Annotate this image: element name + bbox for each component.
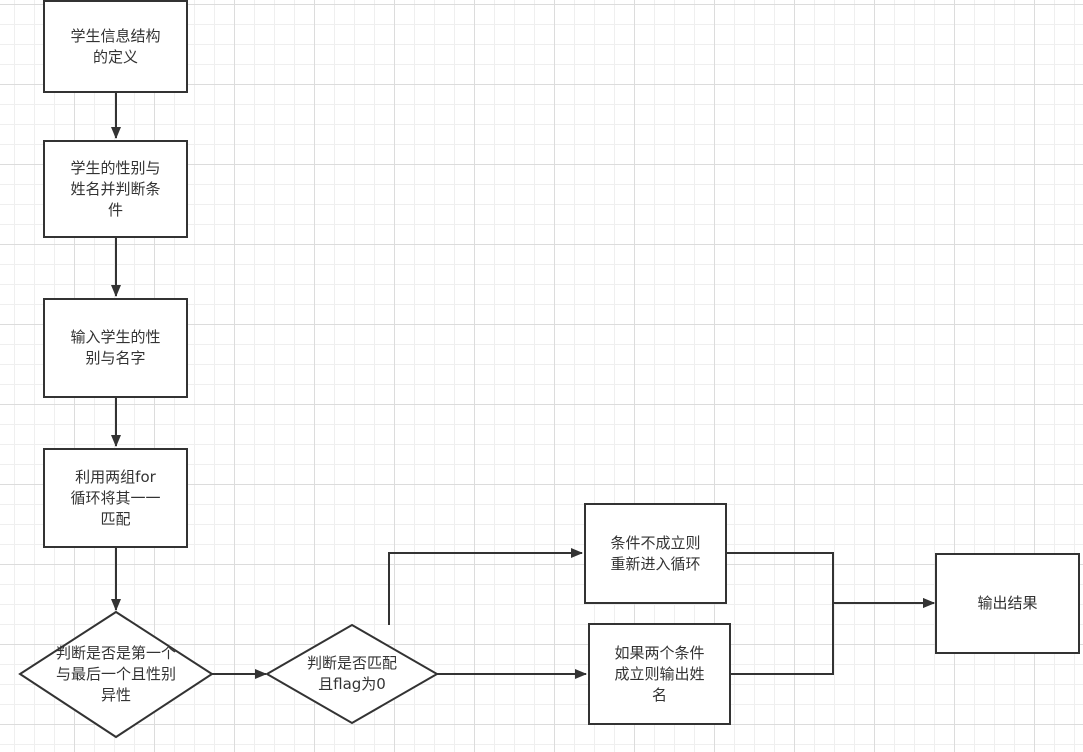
node-output-result: 输出结果 [935, 553, 1080, 654]
edge-judge2-to-reloop [388, 548, 583, 625]
node-define-struct: 学生信息结构 的定义 [43, 0, 188, 93]
node-define-struct-label: 学生信息结构 的定义 [70, 26, 161, 66]
decision-diamond-match-flag [264, 623, 440, 725]
node-for-loop-match-label: 利用两组for 循环将其一一 匹配 [70, 467, 161, 528]
node-input-gender-name: 输入学生的性 别与名字 [43, 298, 188, 398]
node-condition-false-reloop-label: 条件不成立则 重新进入循环 [610, 533, 701, 573]
decision-diamond-first-last [18, 610, 214, 739]
node-gender-name-condition: 学生的性别与 姓名并判断条 件 [43, 140, 188, 238]
node-gender-name-condition-label: 学生的性别与 姓名并判断条 件 [70, 158, 161, 219]
edge-reloop-to-result [727, 552, 935, 608]
node-condition-false-reloop: 条件不成立则 重新进入循环 [584, 503, 727, 604]
node-input-gender-name-label: 输入学生的性 别与名字 [70, 328, 161, 367]
edge-output-name-to-result [731, 598, 935, 675]
node-condition-true-output: 如果两个条件 成立则输出姓 名 [588, 623, 731, 725]
node-output-result-label: 输出结果 [977, 594, 1038, 612]
node-condition-true-output-label: 如果两个条件 成立则输出姓 名 [614, 643, 705, 704]
node-for-loop-match: 利用两组for 循环将其一一 匹配 [43, 448, 188, 548]
